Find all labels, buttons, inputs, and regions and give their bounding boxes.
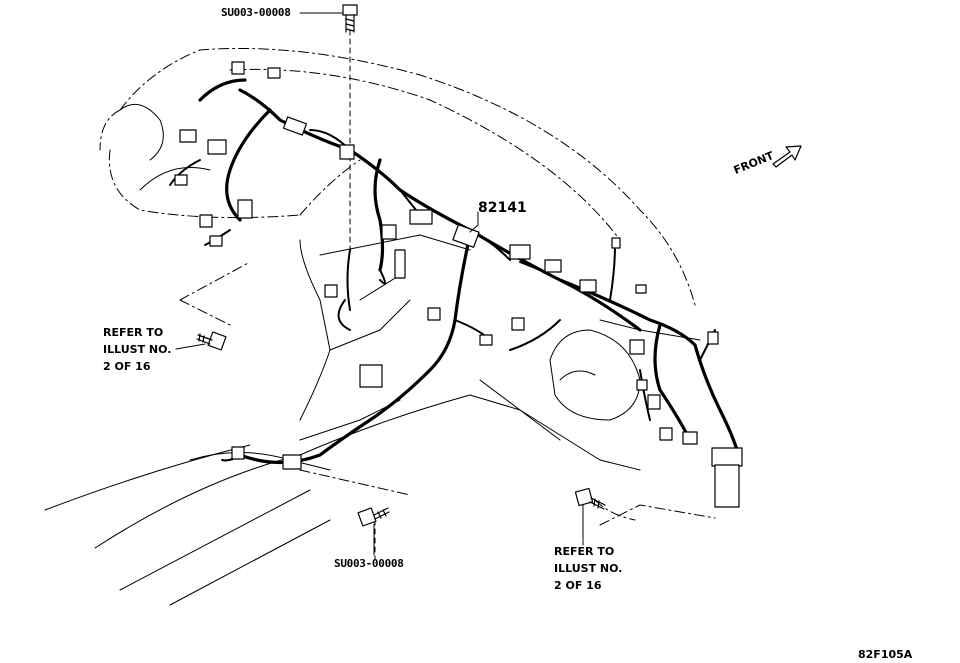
bolt-right-icon: [574, 487, 606, 510]
bolt-left-icon: [196, 331, 227, 351]
refer-right-line1: REFER TO: [554, 545, 615, 558]
refer-left-line1: REFER TO: [103, 326, 164, 339]
refer-left-line2: ILLUST NO.: [103, 343, 172, 356]
refer-right-line2: ILLUST NO.: [554, 562, 623, 575]
wire-harness-82141: [198, 78, 742, 465]
leader-lines: [175, 12, 584, 556]
bolt-part-label-top[interactable]: SU003-00008: [221, 6, 291, 19]
bolt-part-label-bottom[interactable]: SU003-00008: [334, 557, 404, 570]
figure-code: 82F105A: [858, 648, 913, 661]
refer-note-left: REFER TO ILLUST NO. 2 OF 16: [103, 324, 171, 375]
connectors: [174, 61, 743, 508]
refer-left-line3: 2 OF 16: [103, 360, 151, 373]
front-arrow-icon: [772, 145, 802, 168]
bolt-bottom-icon: [357, 507, 390, 527]
dashboard-outline: [99, 47, 716, 526]
harness-part-label[interactable]: 82141: [478, 200, 527, 216]
bolt-top-icon: [342, 4, 358, 33]
refer-note-right: REFER TO ILLUST NO. 2 OF 16: [554, 543, 622, 594]
harness-branches: [169, 129, 716, 462]
refer-right-line3: 2 OF 16: [554, 579, 602, 592]
